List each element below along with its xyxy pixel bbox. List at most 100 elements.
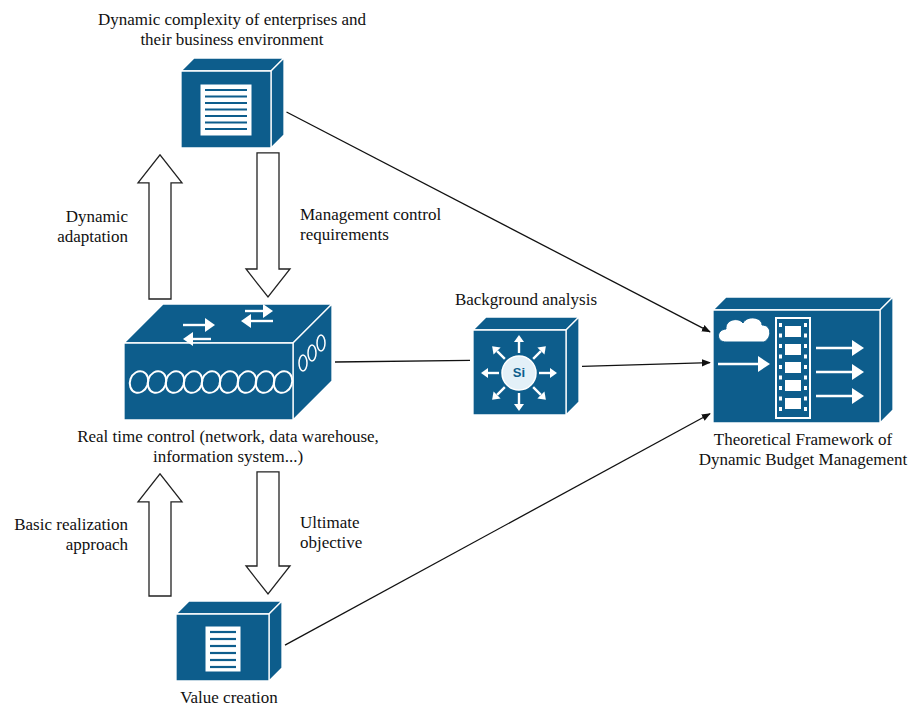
icon-part bbox=[205, 318, 215, 332]
icon-part bbox=[481, 368, 488, 378]
arrow-label: Basic realization approach bbox=[0, 515, 128, 556]
icon-part bbox=[518, 393, 520, 404]
icon-part bbox=[566, 317, 579, 415]
icon-part bbox=[804, 397, 807, 401]
icon-part bbox=[210, 666, 236, 668]
icon-part bbox=[804, 344, 807, 348]
icon-part bbox=[804, 365, 807, 369]
icon-part bbox=[779, 397, 782, 401]
connector-line bbox=[582, 363, 710, 367]
icon-part bbox=[181, 71, 271, 148]
icon-part bbox=[880, 297, 893, 423]
server-icon bbox=[180, 57, 285, 149]
icon-part bbox=[785, 326, 801, 337]
icon-part bbox=[123, 303, 333, 421]
icon-part bbox=[779, 407, 782, 411]
icon-part bbox=[816, 347, 852, 349]
icon-part bbox=[205, 89, 247, 91]
icon-part bbox=[804, 323, 807, 327]
connector-line bbox=[287, 112, 711, 332]
icon-part bbox=[269, 601, 282, 681]
icon-part bbox=[779, 355, 782, 359]
icon-part bbox=[180, 57, 285, 149]
icon-part bbox=[550, 368, 557, 378]
connector-line bbox=[285, 414, 710, 645]
icon-part bbox=[205, 121, 247, 123]
icon-part bbox=[175, 600, 283, 682]
icon-part bbox=[514, 335, 524, 342]
icon-part bbox=[308, 345, 316, 361]
icon-part bbox=[785, 344, 801, 355]
block-arrow bbox=[138, 155, 182, 299]
icon-part bbox=[473, 317, 579, 330]
framework-icon bbox=[712, 296, 894, 424]
icon-part bbox=[210, 659, 236, 661]
icon-part bbox=[779, 344, 782, 348]
document-icon bbox=[175, 600, 283, 682]
icon-part bbox=[779, 386, 782, 390]
network-node: Real time control (network, data warehou… bbox=[38, 303, 418, 468]
arrow-label: Management control requirements bbox=[300, 205, 475, 246]
block-arrow bbox=[246, 472, 290, 594]
icon-part bbox=[210, 645, 236, 647]
icon-part bbox=[492, 392, 500, 400]
switch-icon bbox=[123, 303, 333, 421]
icon-part bbox=[852, 364, 864, 380]
icon-part bbox=[804, 334, 807, 338]
block-arrow bbox=[138, 474, 182, 596]
icon-part bbox=[205, 128, 247, 130]
icon-part bbox=[518, 342, 520, 353]
icon-part bbox=[271, 58, 284, 148]
icon-part bbox=[124, 343, 293, 420]
icon-part bbox=[804, 355, 807, 359]
icon-part bbox=[497, 388, 505, 396]
icon-part bbox=[176, 614, 269, 681]
icon-part bbox=[176, 601, 282, 614]
node-label: Real time control (network, data warehou… bbox=[38, 427, 418, 468]
icon-part bbox=[713, 310, 880, 423]
icon-part bbox=[299, 355, 307, 371]
icon-part bbox=[502, 356, 536, 390]
icon-part bbox=[779, 365, 782, 369]
icon-part bbox=[210, 631, 236, 633]
icon-badge: Si bbox=[501, 364, 537, 382]
icon-part bbox=[533, 388, 541, 396]
icon-part bbox=[785, 398, 801, 409]
icon-part bbox=[183, 332, 193, 346]
icon-part bbox=[816, 395, 852, 397]
icon-part bbox=[537, 347, 545, 355]
network-node: Theoretical Framework of Dynamic Budget … bbox=[688, 296, 918, 471]
icon-part bbox=[205, 102, 247, 104]
block-arrow bbox=[246, 153, 290, 297]
icon-part bbox=[712, 296, 894, 424]
icon-part bbox=[245, 310, 263, 312]
icon-part bbox=[758, 356, 770, 372]
icon-part bbox=[263, 304, 273, 318]
connector-line bbox=[335, 360, 470, 362]
icon-part bbox=[205, 626, 241, 672]
icon-part bbox=[473, 330, 566, 415]
icon-part bbox=[537, 392, 545, 400]
icon-part bbox=[488, 372, 499, 374]
icon-part bbox=[852, 388, 864, 404]
icon-part bbox=[852, 340, 864, 356]
icon-part bbox=[210, 638, 236, 640]
icon-part bbox=[776, 318, 810, 418]
icon-part bbox=[779, 323, 782, 327]
node-label: Background analysis bbox=[426, 290, 626, 310]
node-label: Dynamic complexity of enterprises and th… bbox=[97, 10, 367, 51]
icon-part bbox=[719, 318, 770, 342]
network-node: Value creation bbox=[149, 600, 309, 708]
icon-part bbox=[779, 334, 782, 338]
arrow-label: Dynamic adaptation bbox=[28, 207, 128, 248]
node-label: Value creation bbox=[149, 688, 309, 708]
icon-part bbox=[193, 338, 211, 340]
icon-part bbox=[293, 304, 332, 420]
icon-part bbox=[492, 347, 500, 355]
network-node: Dynamic complexity of enterprises and th… bbox=[97, 10, 367, 149]
network-node: Background analysisSi bbox=[426, 290, 626, 416]
icon-part bbox=[210, 652, 236, 654]
icon-part bbox=[497, 351, 505, 359]
icon-part bbox=[713, 297, 893, 310]
